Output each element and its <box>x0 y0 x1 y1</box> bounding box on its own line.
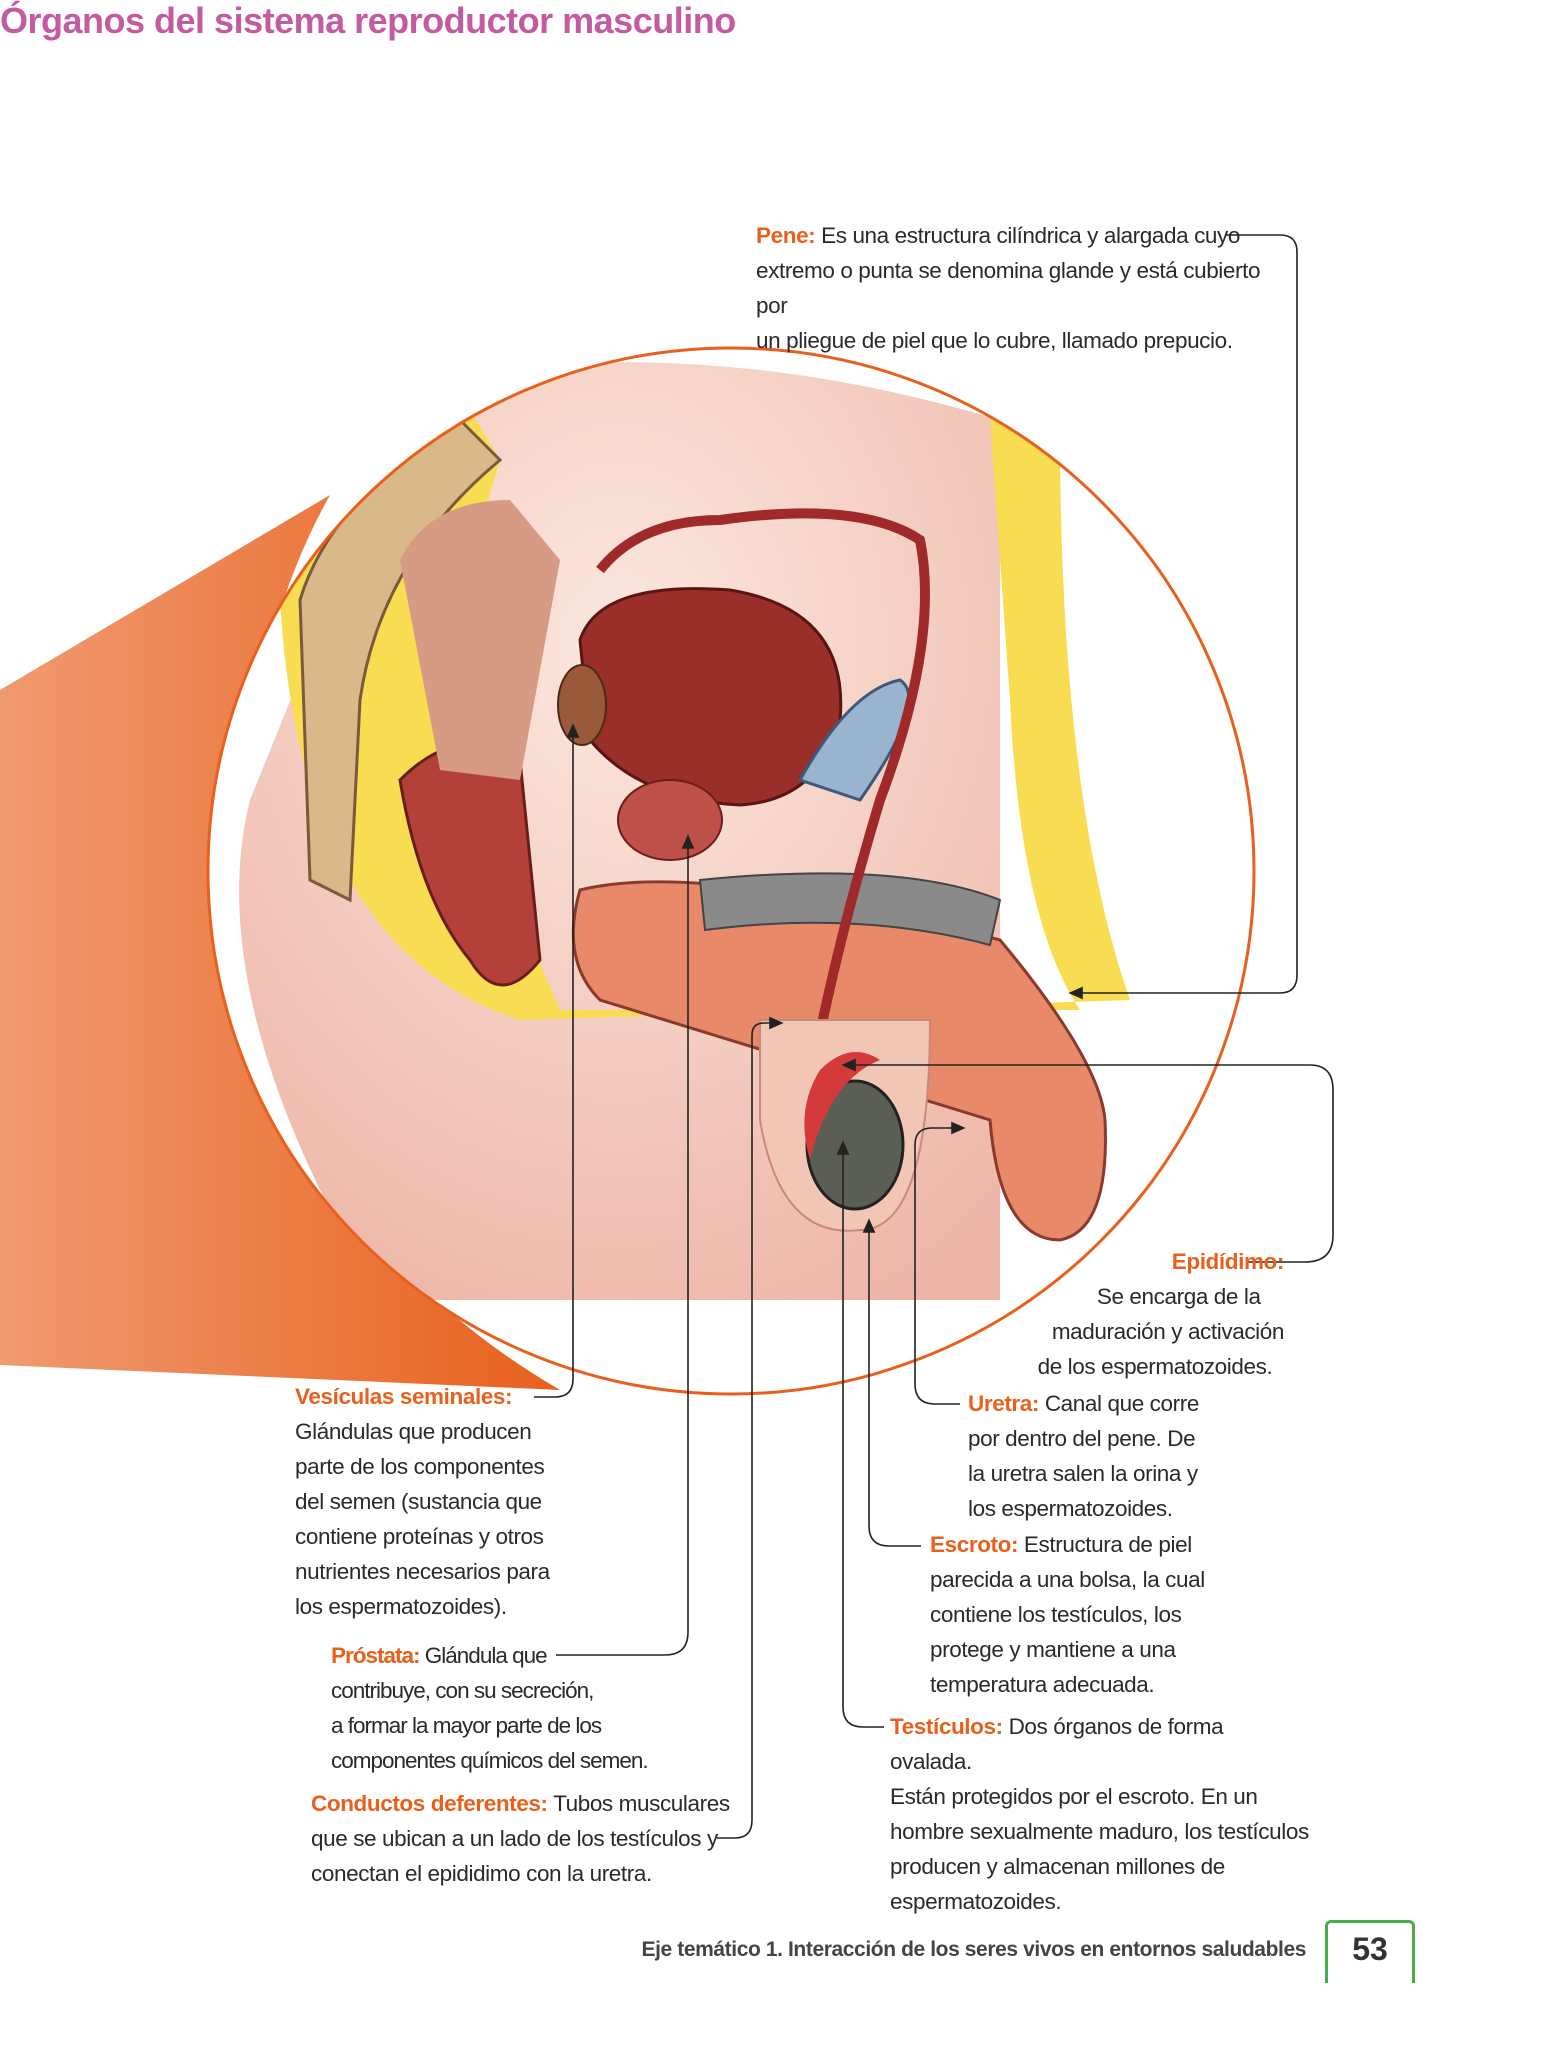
label-prostata: Próstata: Glándula que contribuye, con s… <box>331 1638 651 1778</box>
page-title: Órganos del sistema reproductor masculin… <box>0 0 736 41</box>
prostate <box>617 779 723 861</box>
label-line: temperatura adecuada. <box>930 1672 1155 1697</box>
label-line: maduración y activación <box>1051 1319 1285 1344</box>
leader-uretra <box>914 1121 966 1405</box>
label-term: Epidídimo: <box>1171 1249 1285 1274</box>
anatomy-drawing <box>208 348 1254 1394</box>
label-line: Canal que corre <box>1038 1391 1200 1416</box>
label-line: del semen (sustancia que <box>295 1489 542 1514</box>
leader-vesiculas <box>534 723 580 1398</box>
label-line: contiene proteínas y otros <box>295 1524 544 1549</box>
epididymis <box>804 1052 880 1160</box>
label-line: parecida a una bolsa, la cual <box>930 1567 1205 1592</box>
magnifier-circle <box>206 346 1256 1396</box>
label-uretra: Uretra: Canal que corre por dentro del p… <box>968 1386 1228 1526</box>
label-line: contribuye, con su secreción, <box>331 1678 594 1703</box>
label-term: Escroto: <box>930 1532 1019 1557</box>
page-number-box: 53 <box>1325 1920 1415 1983</box>
rectum-tube <box>400 500 560 780</box>
label-line: Tubos musculares <box>547 1791 730 1816</box>
label-epididimo: Epidídimo: Se encarga de la maduración y… <box>980 1244 1285 1384</box>
label-line: producen y almacenan millones de <box>890 1854 1225 1879</box>
leader-escroto <box>862 1218 921 1547</box>
label-pene: Pene: Es una estructura cilíndrica y ala… <box>756 218 1296 358</box>
leader-pene <box>1068 234 1298 1000</box>
label-line: parte de los componentes <box>295 1454 545 1479</box>
label-line: Dos órganos de forma ovalada. <box>890 1714 1224 1774</box>
leader-prostata <box>556 834 695 1656</box>
leader-lines <box>534 234 1334 1839</box>
label-term: Uretra: <box>968 1391 1039 1416</box>
label-line: Glándulas que producen <box>295 1419 532 1444</box>
label-line: nutrientes necesarios para <box>295 1559 550 1584</box>
label-line: Es una estructura cilíndrica y alargada … <box>815 223 1241 248</box>
label-conductos: Conductos deferentes: Tubos musculares q… <box>311 1786 731 1891</box>
label-line: Estructura de piel <box>1018 1532 1192 1557</box>
label-line: Están protegidos por el escroto. En un <box>890 1784 1258 1809</box>
label-escroto: Escroto: Estructura de piel parecida a u… <box>930 1527 1210 1702</box>
seminal-vesicle <box>557 664 607 746</box>
label-line: que se ubican a un lado de los testículo… <box>311 1826 718 1851</box>
label-line: hombre sexualmente maduro, los testículo… <box>890 1819 1309 1844</box>
label-line: los espermatozoides. <box>968 1496 1173 1521</box>
label-line: protege y mantiene a una <box>930 1637 1176 1662</box>
label-line: por dentro del pene. De <box>968 1426 1196 1451</box>
zoom-wedge <box>0 495 560 1390</box>
label-line: contiene los testículos, los <box>930 1602 1182 1627</box>
label-term: Conductos deferentes: <box>311 1791 548 1816</box>
label-term: Vesículas seminales: <box>295 1384 513 1409</box>
leader-epididimo <box>841 1058 1334 1263</box>
label-term: Testículos: <box>890 1714 1003 1739</box>
label-term: Próstata: <box>331 1643 421 1668</box>
leader-conductos <box>717 1016 784 1839</box>
label-line: componentes químicos del semen. <box>331 1748 649 1773</box>
label-line: un pliegue de piel que lo cubre, llamado… <box>756 328 1233 353</box>
footer-section-title: Eje temático 1. Interacción de los seres… <box>641 1938 1307 1961</box>
pubic-bone <box>797 678 911 802</box>
label-term: Pene: <box>756 223 816 248</box>
page-number: 53 <box>1352 1931 1388 1967</box>
label-line: extremo o punta se denomina glande y est… <box>756 258 1261 318</box>
label-line: Se encarga de la <box>1096 1284 1261 1309</box>
label-testiculos: Testículos: Dos órganos de forma ovalada… <box>890 1709 1310 1919</box>
label-line: espermatozoides. <box>890 1889 1062 1914</box>
label-line: a formar la mayor parte de los <box>331 1713 602 1738</box>
label-line: de los espermatozoides. <box>1037 1354 1273 1379</box>
label-line: la uretra salen la orina y <box>968 1461 1198 1486</box>
leader-testiculos <box>836 1140 884 1728</box>
label-line: conectan el epididimo con la uretra. <box>311 1861 652 1886</box>
label-line: Glándula que <box>419 1643 548 1668</box>
label-vesiculas: Vesículas seminales: Glándulas que produ… <box>295 1379 555 1624</box>
label-line: los espermatozoides). <box>295 1594 507 1619</box>
